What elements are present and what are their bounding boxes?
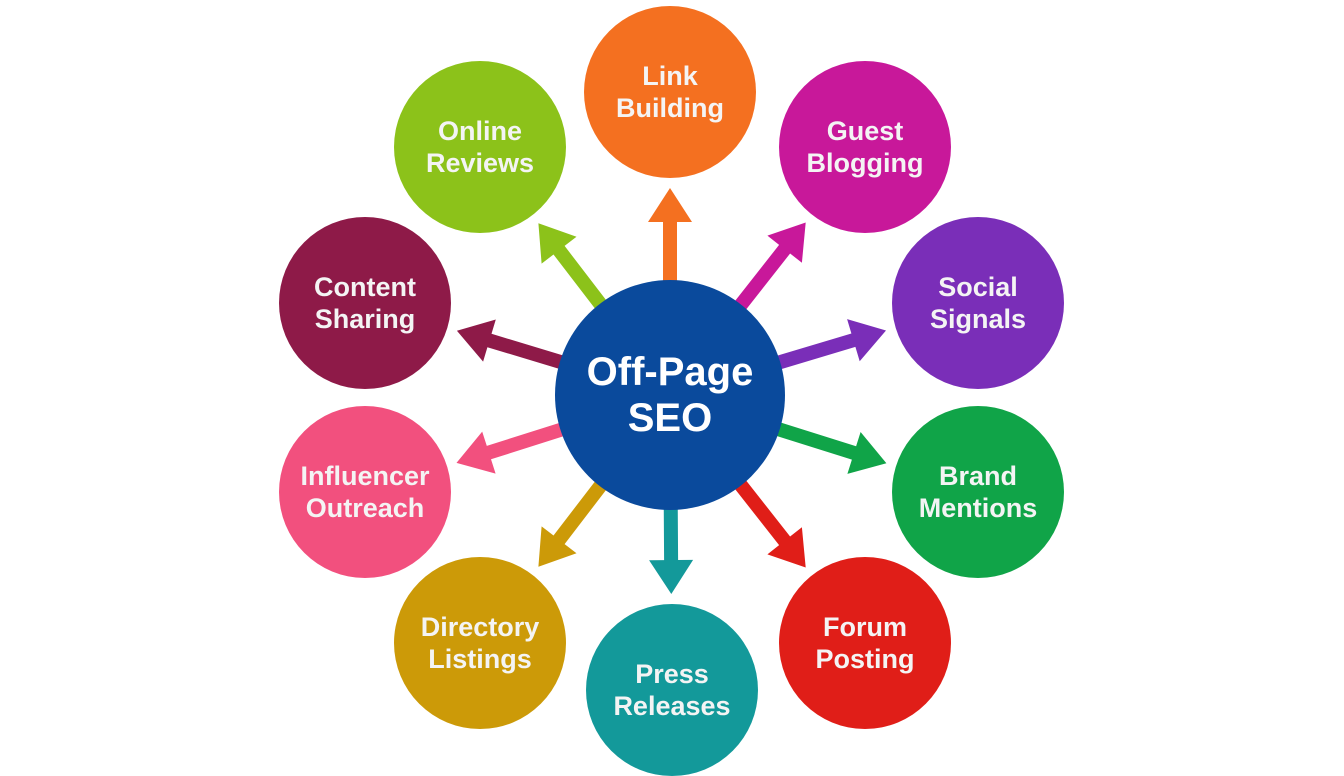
node-link-building: Link Building: [584, 6, 756, 178]
node-content-sharing: Content Sharing: [279, 217, 451, 389]
node-guest-blogging: Guest Blogging: [779, 61, 951, 233]
node-label-line2: Outreach: [305, 493, 425, 523]
arrow-icon-influencer-outreach: [456, 420, 573, 474]
arrow-icon-online-reviews: [538, 223, 612, 316]
center-label-line1: Off-Page: [586, 350, 754, 394]
node-label-line2: Building: [616, 93, 724, 123]
arrow-icon-brand-mentions: [768, 419, 887, 474]
node-label-line1: Guest: [826, 115, 904, 146]
node-label-line2: Releases: [613, 691, 731, 721]
node-label-line1: Social: [938, 271, 1018, 302]
node-label-line1: Content: [314, 271, 416, 302]
node-label-line2: Reviews: [425, 148, 535, 178]
node-social-signals: Social Signals: [892, 217, 1064, 389]
arrow-icon-content-sharing: [456, 319, 572, 372]
node-label-line2: Sharing: [314, 304, 416, 334]
arrow-icon-press-releases: [649, 500, 694, 594]
node-label-line1: Influencer: [300, 460, 430, 491]
node-label-line1: Forum: [823, 611, 907, 642]
center-label-line2: SEO: [627, 396, 713, 440]
arrow-icon-guest-blogging: [729, 222, 806, 317]
node-press-releases: Press Releases: [586, 604, 758, 776]
node-label-line2: Listings: [428, 644, 532, 674]
node-label-line2: Posting: [815, 644, 915, 674]
arrow-icon-social-signals: [768, 319, 886, 372]
node-label-line2: Signals: [929, 304, 1027, 334]
arrow-icon-link-building: [648, 188, 692, 290]
node-brand-mentions: Brand Mentions: [892, 406, 1064, 578]
node-label-line1: Brand: [938, 460, 1017, 491]
arrow-icon-forum-posting: [729, 473, 806, 568]
node-online-reviews: Online Reviews: [394, 61, 566, 233]
node-label-line2: Mentions: [918, 493, 1038, 523]
node-label-line1: Press: [635, 658, 709, 689]
node-label-line1: Link: [642, 60, 698, 91]
node-label-line1: Directory: [420, 611, 540, 642]
node-label-line1: Online: [437, 115, 522, 146]
center-node-off-page-seo: Off-Page SEO: [555, 280, 785, 510]
node-forum-posting: Forum Posting: [779, 557, 951, 729]
node-directory-listings: Directory Listings: [394, 557, 566, 729]
node-label-line2: Blogging: [806, 148, 924, 178]
arrow-icon-directory-listings: [538, 474, 612, 567]
node-influencer-outreach: Influencer Outreach: [279, 406, 451, 578]
